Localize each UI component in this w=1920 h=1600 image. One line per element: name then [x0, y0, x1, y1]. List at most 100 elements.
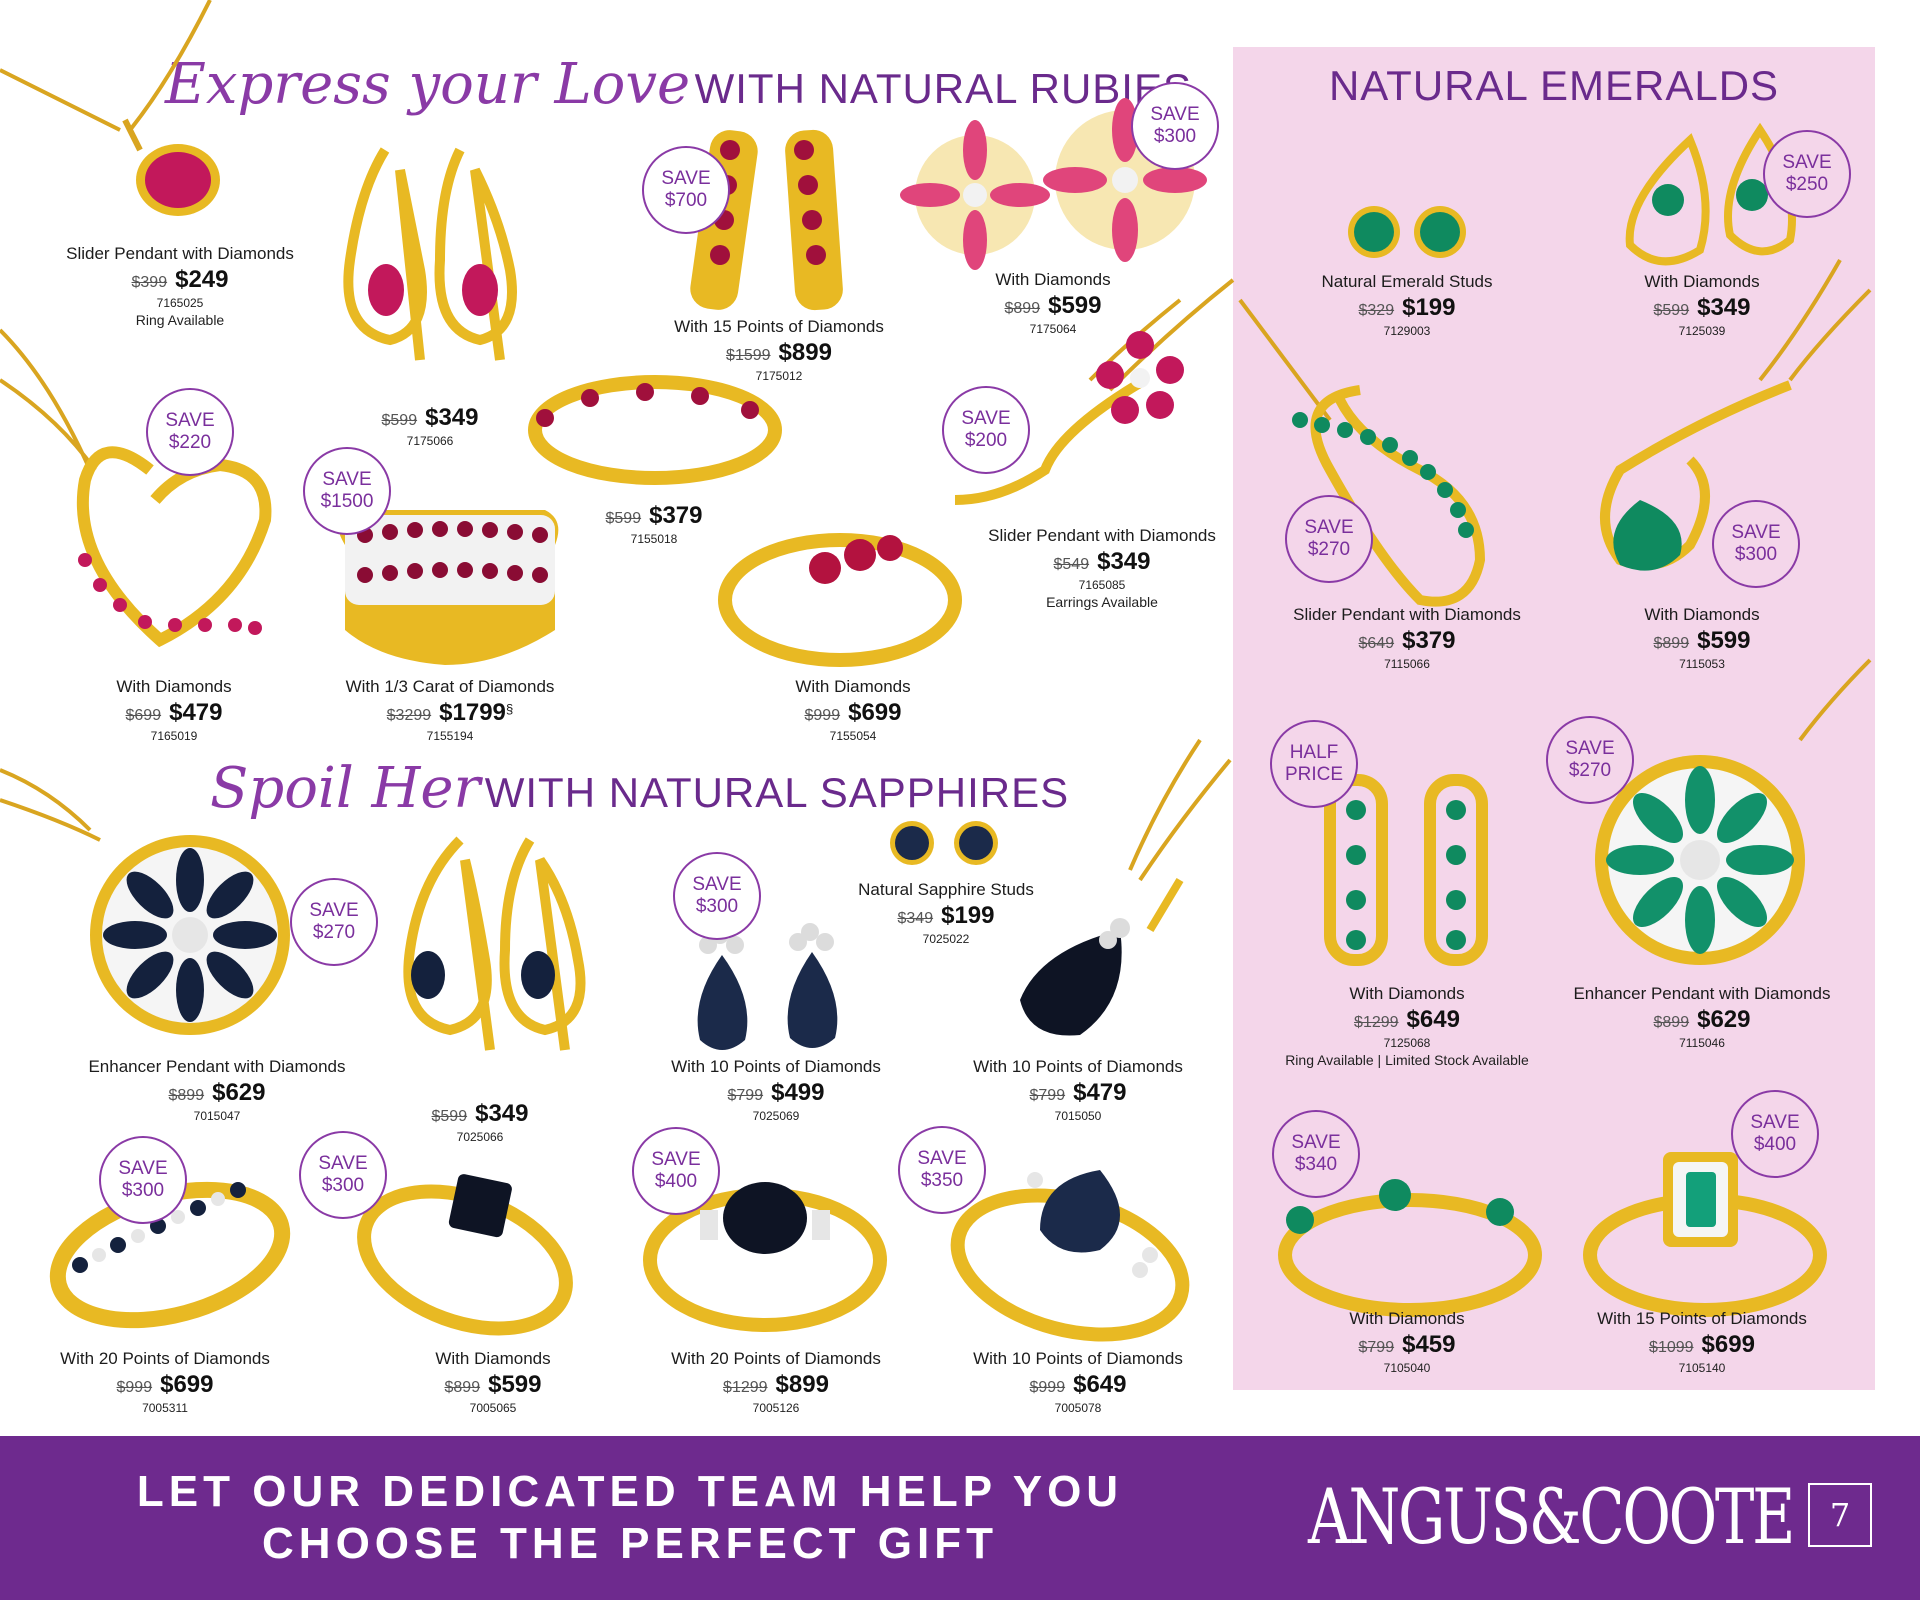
product-name: With Diamonds — [1644, 605, 1760, 624]
now-price: $379 — [1402, 627, 1456, 654]
product-name: Enhancer Pendant with Diamonds — [88, 1057, 346, 1076]
ruby-slider-pendant-icon — [122, 118, 220, 216]
product-sapphire-hook-earrings[interactable]: $599$349 7025066 — [315, 1098, 645, 1144]
product-sapphire-channel-band[interactable]: With 20 Points of Diamonds $999$699 7005… — [0, 1349, 330, 1415]
now-price: $349 — [475, 1100, 529, 1127]
was-price: $599 — [1653, 302, 1690, 319]
badge-label: SAVE — [1782, 152, 1832, 173]
was-price: $899 — [1653, 1014, 1690, 1031]
product-emerald-halo-ring[interactable]: With 15 Points of Diamonds $1099$699 710… — [1537, 1309, 1867, 1375]
badge-amount: $200 — [964, 430, 1008, 451]
badge-amount: $300 — [1153, 126, 1197, 147]
product-sapphire-pear-ring[interactable]: With 10 Points of Diamonds $999$649 7005… — [913, 1349, 1243, 1415]
product-emerald-infinity-pendant[interactable]: Slider Pendant with Diamonds $649$379 71… — [1242, 605, 1572, 671]
product-ruby-hoop-earrings[interactable]: With 15 Points of Diamonds $1599$899 717… — [614, 317, 944, 383]
was-price: $599 — [431, 1108, 468, 1125]
sapphire-hook-earrings-icon — [403, 836, 586, 1051]
badge-amount: $400 — [654, 1171, 698, 1192]
badge-label: SAVE — [961, 408, 1011, 429]
badge-amount: $300 — [695, 896, 739, 917]
badge-amount: $300 — [1734, 544, 1778, 565]
page-number: 7 — [1808, 1483, 1872, 1547]
product-emerald-studs[interactable]: Natural Emerald Studs $329$199 7129003 — [1242, 272, 1572, 338]
was-price: $699 — [125, 707, 162, 724]
now-price: $199 — [941, 902, 995, 929]
chain-s5 — [1128, 738, 1232, 882]
product-emerald-huggie-earrings[interactable]: With Diamonds $1299$649 7125068 Ring Ava… — [1242, 984, 1572, 1068]
product-ruby-heart-pendant[interactable]: With Diamonds $699$479 7165019 — [9, 677, 339, 743]
was-price: $549 — [1053, 556, 1090, 573]
product-ruby-flower-studs[interactable]: With Diamonds $899$599 7175064 — [888, 270, 1218, 336]
product-code: 7165025 — [156, 296, 204, 310]
badge-label: SAVE — [118, 1158, 168, 1179]
was-price: $1099 — [1649, 1339, 1694, 1356]
emerald-teardrop-studs-icon — [1625, 122, 1796, 266]
product-emerald-enhancer-pendant[interactable]: Enhancer Pendant with Diamonds $899$629 … — [1537, 984, 1867, 1050]
product-code: 7005126 — [752, 1401, 800, 1415]
badge-label: SAVE — [309, 900, 359, 921]
product-ruby-dress-ring[interactable]: With 1/3 Carat of Diamonds $3299$1799§ 7… — [285, 677, 615, 743]
product-ruby-eternity-band[interactable]: $599$379 7155018 — [489, 500, 819, 546]
now-price: $699 — [1701, 1331, 1755, 1358]
product-sapphire-enhancer-pendant[interactable]: Enhancer Pendant with Diamonds $899$629 … — [52, 1057, 382, 1123]
product-code: 7105140 — [1678, 1361, 1726, 1375]
was-price: $899 — [1004, 300, 1041, 317]
product-emerald-trilogy-band[interactable]: With Diamonds $799$459 7105040 — [1242, 1309, 1572, 1375]
ruby-trilogy-ring-icon — [718, 533, 962, 667]
now-price: $649 — [1073, 1371, 1127, 1398]
badge-label: SAVE — [165, 410, 215, 431]
product-note: Ring Available | Limited Stock Available — [1285, 1052, 1529, 1068]
save-badge-r4: SAVE$300 — [1131, 82, 1219, 170]
product-code: 7015050 — [1054, 1109, 1102, 1123]
product-name: Slider Pendant with Diamonds — [66, 244, 294, 263]
badge-label: SAVE — [318, 1153, 368, 1174]
product-sapphire-pear-pendant[interactable]: With 10 Points of Diamonds $799$479 7015… — [913, 1057, 1243, 1123]
now-price: $349 — [1697, 294, 1751, 321]
now-price: $479 — [169, 699, 223, 726]
product-code: 7115053 — [1679, 657, 1725, 671]
emerald-trilogy-band-icon — [1278, 1179, 1542, 1317]
was-price: $329 — [1358, 302, 1395, 319]
product-code: 7155194 — [426, 729, 474, 743]
was-price: $999 — [804, 707, 841, 724]
chain-e4 — [1758, 259, 1872, 382]
product-ruby-hook-earrings[interactable]: $599$349 7175066 — [265, 402, 595, 448]
product-ruby-trilogy-ring[interactable]: With Diamonds $999$699 7155054 — [688, 677, 1018, 743]
product-name: With Diamonds — [1644, 272, 1760, 291]
was-price: $599 — [381, 412, 418, 429]
badge-amount: $220 — [168, 432, 212, 453]
badge-label: SAVE — [917, 1148, 967, 1169]
badge-amount: $700 — [664, 190, 708, 211]
ruby-eternity-band-icon — [528, 375, 782, 485]
product-sapphire-cushion-ring[interactable]: With Diamonds $899$599 7005065 — [328, 1349, 658, 1415]
now-price: $649 — [1406, 1006, 1460, 1033]
product-code: 7005065 — [469, 1401, 517, 1415]
product-sapphire-drop-earrings[interactable]: With 10 Points of Diamonds $799$499 7025… — [611, 1057, 941, 1123]
product-code: 7105040 — [1383, 1361, 1431, 1375]
product-emerald-teardrop-studs[interactable]: With Diamonds $599$349 7125039 — [1537, 272, 1867, 338]
badge-amount: $400 — [1753, 1134, 1797, 1155]
product-name: With Diamonds — [116, 677, 232, 696]
product-emerald-pear-pendant[interactable]: With Diamonds $899$599 7115053 — [1537, 605, 1867, 671]
sapphires-heading-script: Spoil Her — [210, 756, 481, 821]
product-code: 7175066 — [406, 434, 454, 448]
was-price: $1599 — [726, 347, 771, 364]
product-ruby-slider-pendant[interactable]: Slider Pendant with Diamonds $399$249 71… — [15, 244, 345, 328]
product-sapphire-oval-ring[interactable]: With 20 Points of Diamonds $1299$899 700… — [611, 1349, 941, 1415]
badge-label: SAVE — [322, 469, 372, 490]
save-badge-s7: SAVE$300 — [299, 1131, 387, 1219]
emerald-studs-icon — [1348, 206, 1466, 258]
badge-amount: $350 — [920, 1170, 964, 1191]
product-name: With Diamonds — [795, 677, 911, 696]
product-name: Natural Sapphire Studs — [858, 880, 1034, 899]
sapphire-cushion-ring-icon — [357, 1174, 573, 1336]
product-ruby-flower-pendant[interactable]: Slider Pendant with Diamonds $549$349 71… — [937, 526, 1267, 610]
now-price: $379 — [649, 502, 703, 529]
now-price: $1799 — [439, 699, 506, 726]
chain-e6 — [1798, 658, 1872, 742]
product-sapphire-studs[interactable]: Natural Sapphire Studs $349$199 7025022 — [781, 880, 1111, 946]
now-price: $349 — [1097, 548, 1151, 575]
rubies-heading: Express your Love WITH NATURAL RUBIES — [165, 52, 1192, 117]
product-name: Enhancer Pendant with Diamonds — [1573, 984, 1831, 1003]
footer-line-1: LET OUR DEDICATED TEAM HELP YOU — [136, 1467, 1124, 1516]
